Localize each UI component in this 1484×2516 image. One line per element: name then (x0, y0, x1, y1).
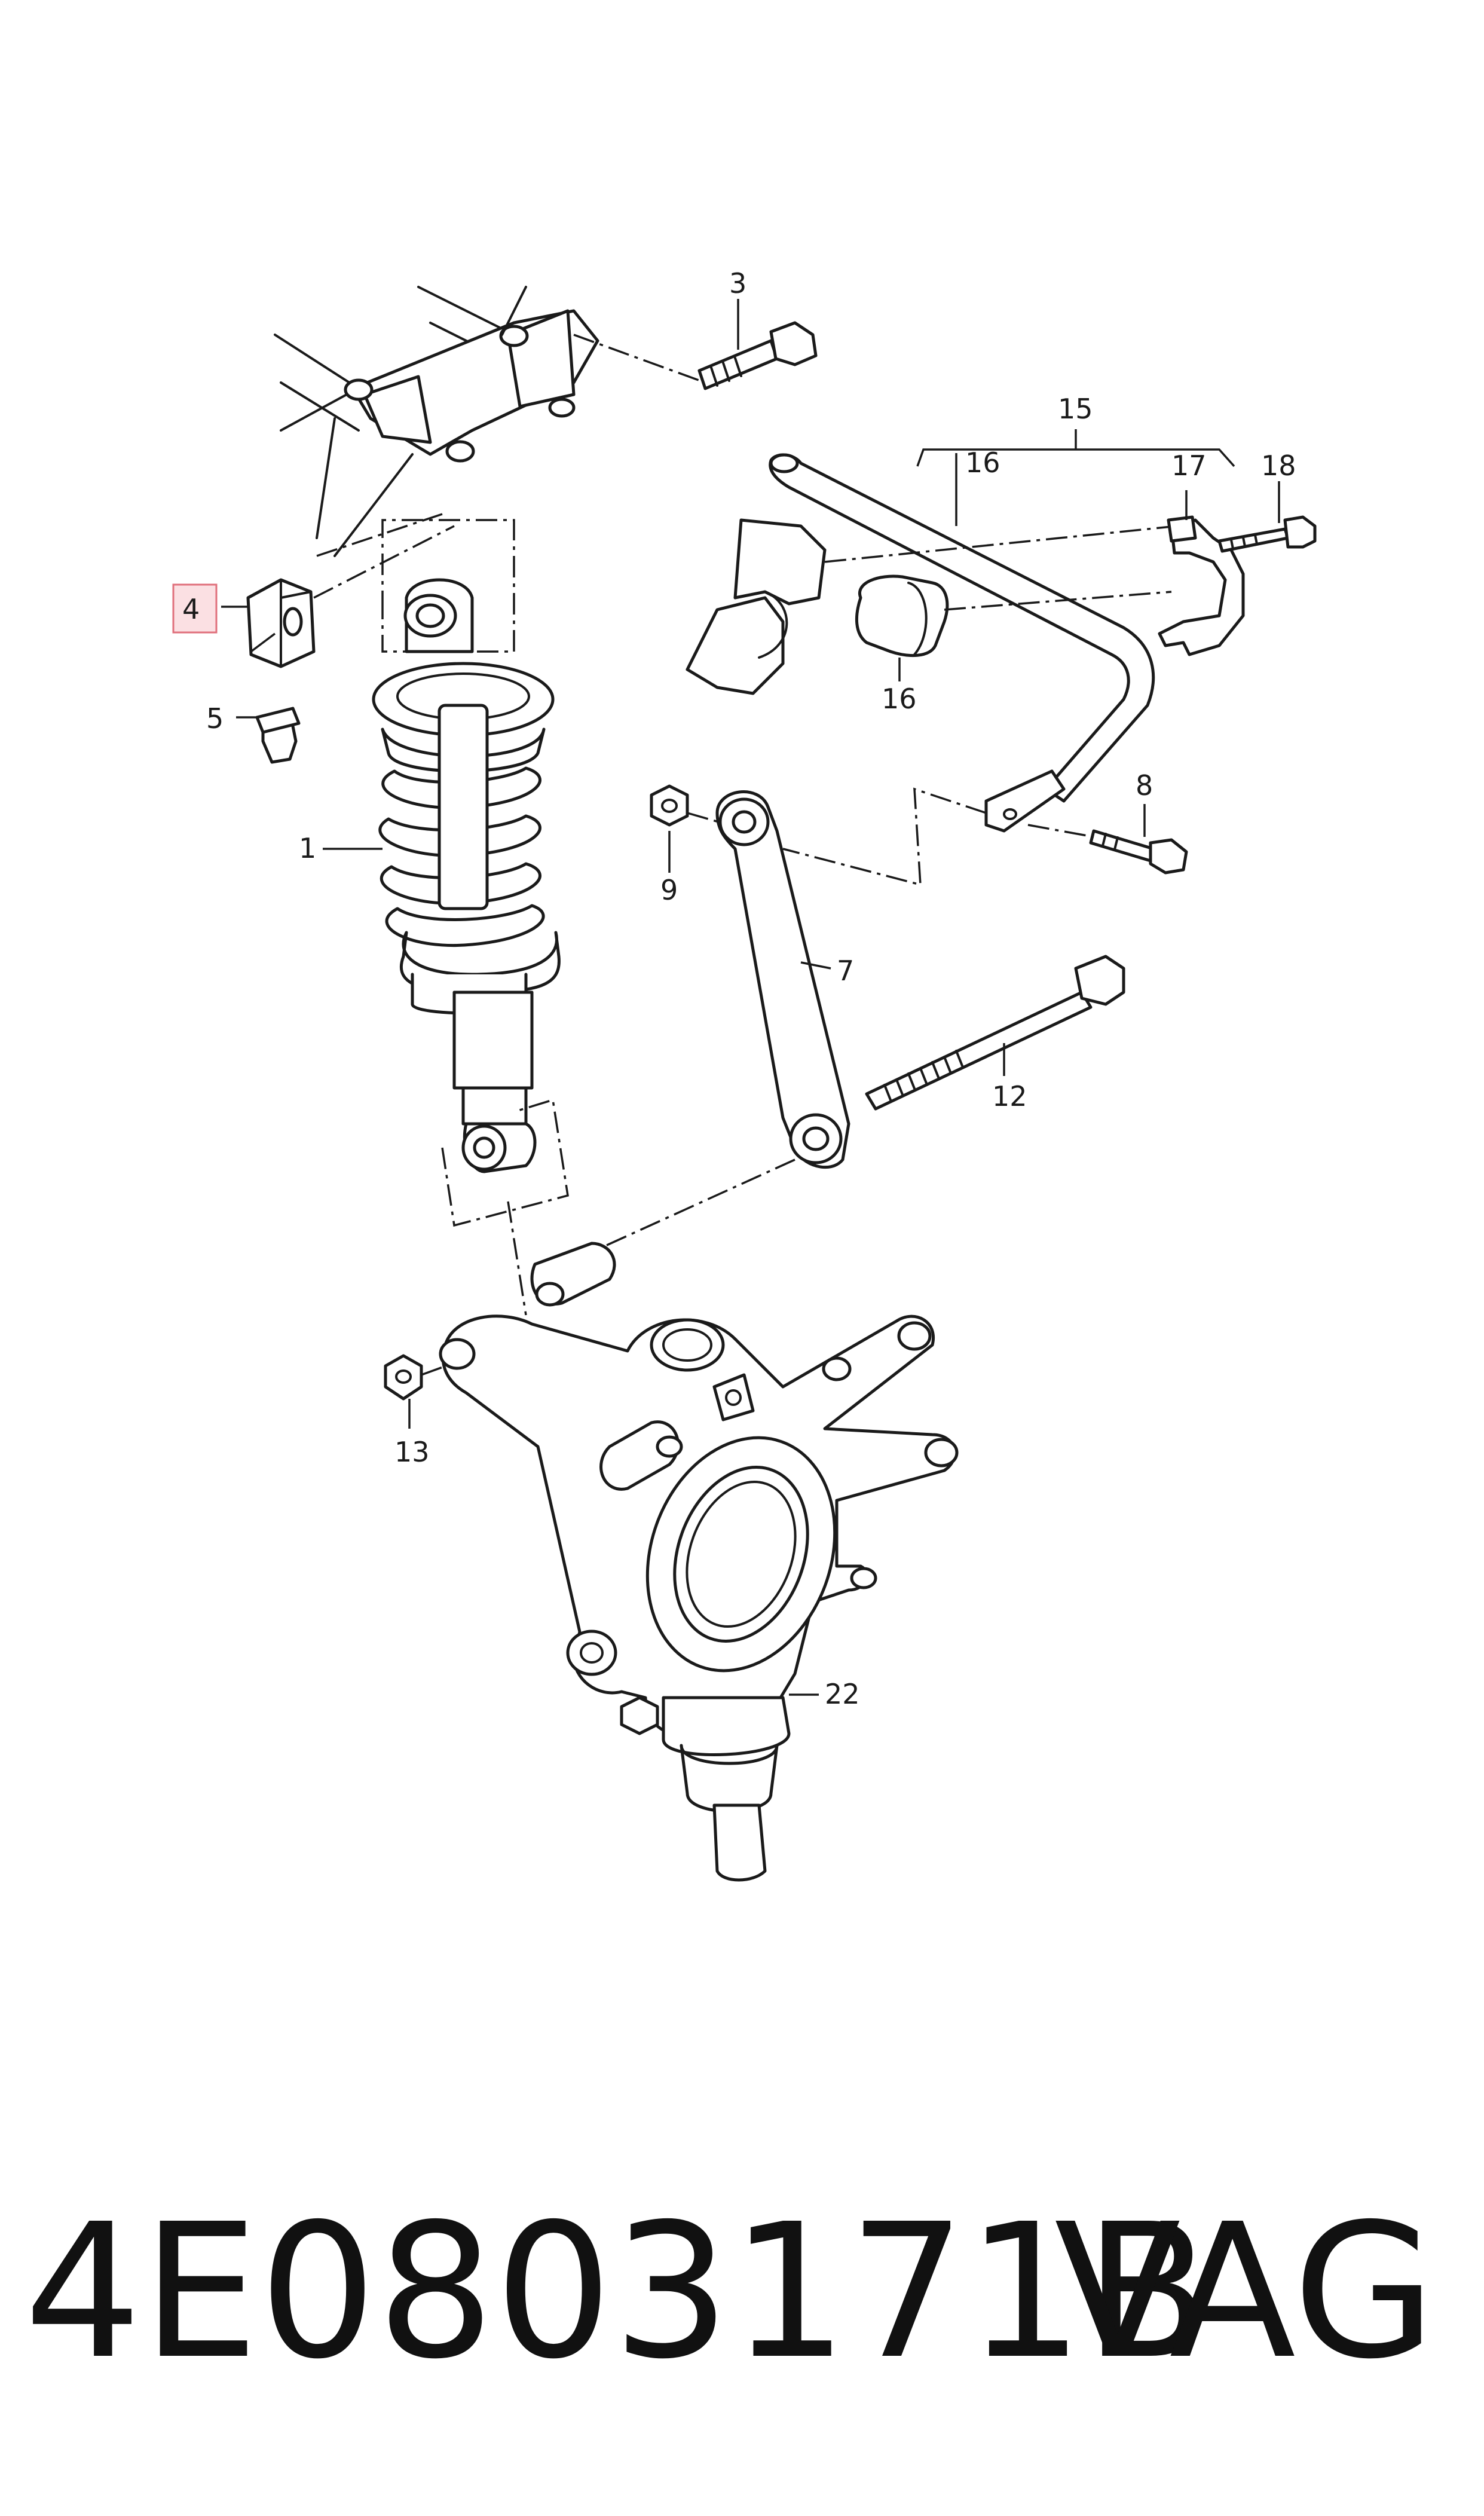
callout-16-upper: 16 (965, 447, 1000, 479)
bolt-18 (1217, 481, 1317, 553)
brand-name: VAG (1054, 2184, 1436, 2400)
callout-4-highlight (172, 583, 218, 634)
callout-labels: 4 3 5 1 15 16 17 18 16 8 9 7 12 13 22 (172, 267, 1296, 1710)
subframe (274, 286, 706, 557)
suspension-exploded-diagram: 4 3 5 1 15 16 17 18 16 8 9 7 12 13 22 (172, 267, 1317, 1882)
callout-7: 7 (837, 955, 854, 987)
callout-8: 8 (1136, 769, 1153, 802)
callout-13: 13 (394, 1436, 430, 1468)
callout-22: 22 (825, 1678, 860, 1710)
bolt-3 (697, 299, 818, 390)
callout-9: 9 (660, 874, 678, 906)
shock-absorber-1 (323, 519, 569, 1316)
callout-18: 18 (1261, 450, 1296, 482)
rubber-mount-4 (221, 525, 455, 668)
link-rod-7 (597, 790, 850, 1251)
callout-15: 15 (1058, 393, 1093, 425)
clamp-17 (1158, 490, 1245, 656)
wheel-carrier-22 (439, 1242, 959, 1882)
part-number: 4E0803171B (24, 2184, 1211, 2400)
bush-16 (824, 525, 1178, 681)
nut-9 (650, 784, 730, 873)
callout-3: 3 (729, 267, 746, 299)
clip-5 (236, 707, 301, 764)
bush-left-16 (686, 518, 827, 695)
callout-17: 17 (1171, 450, 1207, 482)
callout-12: 12 (992, 1080, 1027, 1112)
callout-1: 1 (299, 832, 316, 864)
callout-5: 5 (206, 702, 224, 735)
callout-16-lower: 16 (882, 683, 917, 715)
bolt-8 (1027, 804, 1188, 875)
callout-4: 4 (182, 593, 200, 625)
bolt-12 (865, 955, 1125, 1111)
stabilizer-bar-15 (769, 429, 1235, 886)
